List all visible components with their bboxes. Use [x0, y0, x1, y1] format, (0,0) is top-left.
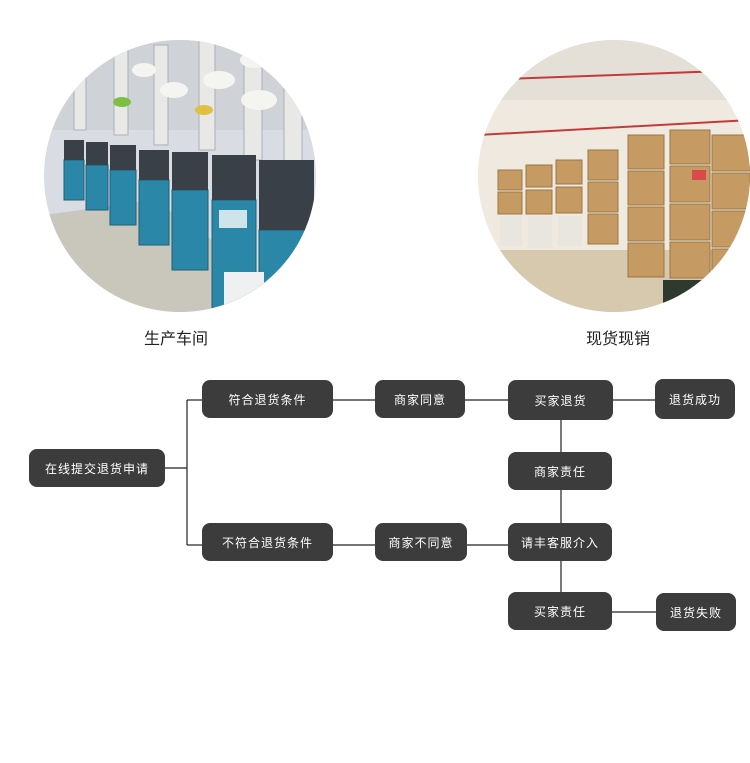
return-fail-node: 退货失败 [656, 593, 736, 631]
buyer-responsibility-node: 买家责任 [508, 592, 612, 630]
merchant-responsibility-node: 商家责任 [508, 452, 612, 490]
merchant-disagree-node: 商家不同意 [375, 523, 467, 561]
return-success-node: 退货成功 [655, 379, 735, 419]
submit-return-node: 在线提交退货申请 [29, 449, 165, 487]
warehouse-caption: 现货现销 [585, 329, 650, 348]
meets-conditions-node: 符合退货条件 [202, 380, 333, 418]
buyer-return-node: 买家退货 [508, 380, 613, 420]
customer-service-node: 请丰客服介入 [508, 523, 612, 561]
factory-caption: 生产车间 [143, 329, 208, 348]
warehouse-photo [478, 40, 750, 312]
merchant-agree-node: 商家同意 [375, 380, 465, 418]
not-meets-conditions-node: 不符合退货条件 [202, 523, 333, 561]
